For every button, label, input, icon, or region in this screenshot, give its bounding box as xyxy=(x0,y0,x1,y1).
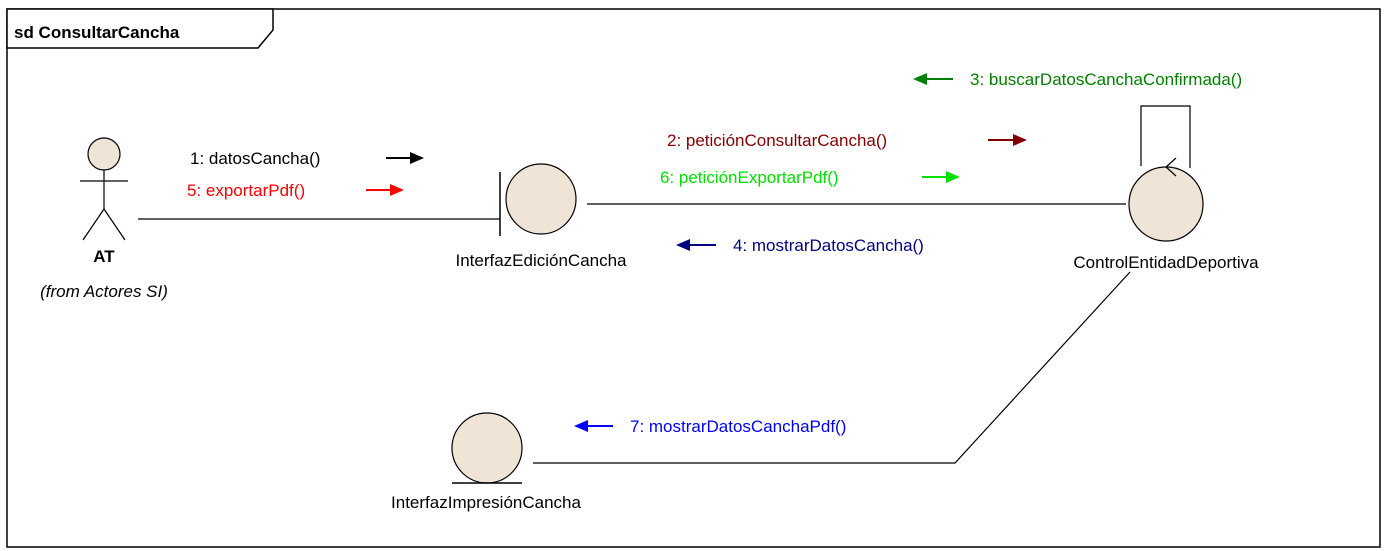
diagram-frame xyxy=(6,8,1381,548)
boundary-circle xyxy=(505,163,577,235)
message-7: 7: mostrarDatosCanchaPdf() xyxy=(574,417,846,436)
message-label: 6: peticiónExportarPdf() xyxy=(660,168,839,187)
entity-object-impresion[interactable] xyxy=(451,412,523,484)
arrowhead-left-icon xyxy=(913,73,927,85)
message-5: 5: exportarPdf() xyxy=(187,181,404,200)
message-label: 2: peticiónConsultarCancha() xyxy=(667,131,887,150)
entity-circle xyxy=(451,412,523,484)
arrowhead-right-icon xyxy=(946,171,960,183)
actor-name: AT xyxy=(93,247,115,266)
arrowhead-right-icon xyxy=(1013,134,1027,146)
arrowhead-left-icon xyxy=(676,239,690,251)
message-label: 1: datosCancha() xyxy=(190,149,320,168)
message-1: 1: datosCancha() xyxy=(190,149,424,168)
self-link-control xyxy=(1140,105,1191,168)
arrowhead-right-icon xyxy=(410,152,424,164)
boundary-object-name: InterfazEdiciónCancha xyxy=(455,251,627,270)
actor-from-label: (from Actores SI) xyxy=(40,282,168,301)
message-label: 7: mostrarDatosCanchaPdf() xyxy=(630,417,846,436)
message-label: 4: mostrarDatosCancha() xyxy=(733,236,924,255)
message-3: 3: buscarDatosCanchaConfirmada() xyxy=(913,70,1242,89)
message-label: 5: exportarPdf() xyxy=(187,181,305,200)
message-label: 3: buscarDatosCanchaConfirmada() xyxy=(970,70,1242,89)
control-object[interactable] xyxy=(1128,157,1204,242)
arrowhead-left-icon xyxy=(574,420,588,432)
link-control-entity xyxy=(533,271,1131,464)
frame-title-tab xyxy=(6,8,274,49)
message-4: 4: mostrarDatosCancha() xyxy=(676,236,924,255)
arrowhead-right-icon xyxy=(390,184,404,196)
control-arrowhead xyxy=(1165,157,1177,177)
actor-left-leg xyxy=(82,208,105,241)
message-2: 2: peticiónConsultarCancha() xyxy=(667,131,1027,150)
control-object-name: ControlEntidadDeportiva xyxy=(1073,253,1259,272)
entity-object-name: InterfazImpresiónCancha xyxy=(391,493,581,512)
actor-right-leg xyxy=(103,208,126,241)
control-circle xyxy=(1128,166,1204,242)
message-6: 6: peticiónExportarPdf() xyxy=(660,168,960,187)
frame-title: sd ConsultarCancha xyxy=(14,23,180,42)
boundary-object-edicion[interactable] xyxy=(499,163,577,236)
actor-head xyxy=(87,137,121,171)
actor-at[interactable] xyxy=(80,137,128,241)
